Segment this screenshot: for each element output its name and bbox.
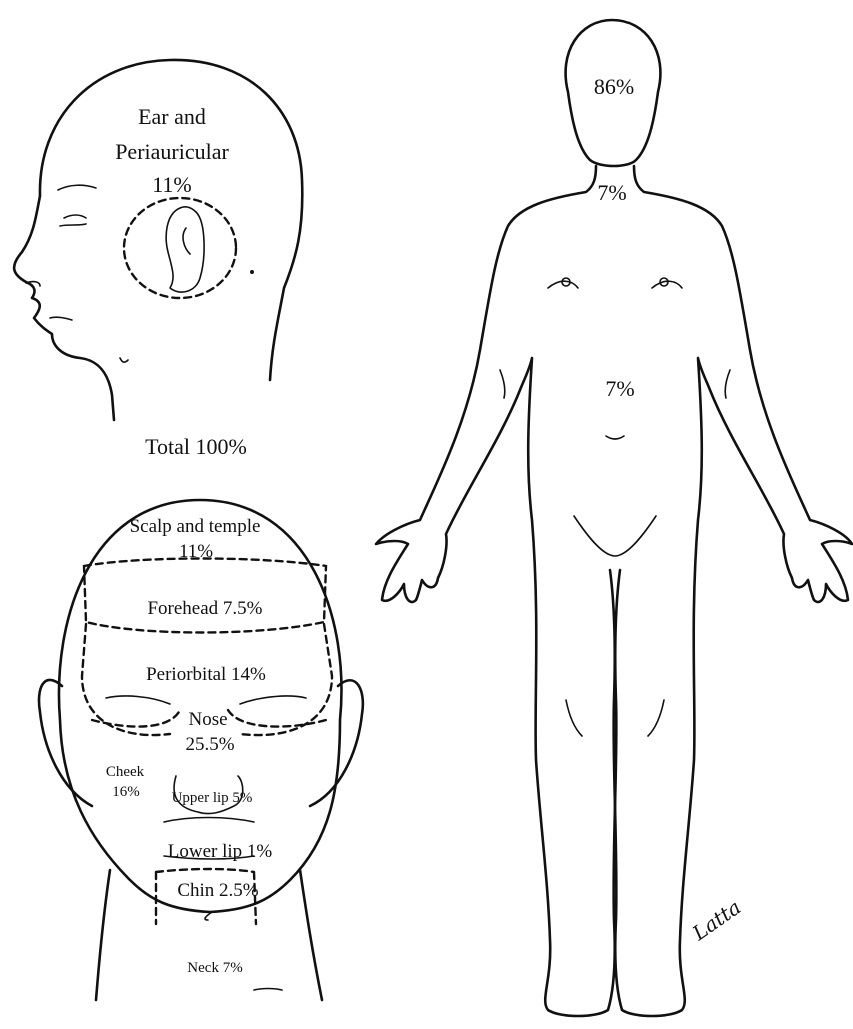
full-body (376, 20, 852, 1016)
body-head-value: 86% (584, 74, 644, 100)
neck-label: Neck 7% (170, 960, 260, 977)
chin-label: Chin 2.5% (170, 880, 266, 902)
cheek-line1: Cheek (100, 764, 150, 781)
ear-title-line1: Ear and (116, 104, 228, 130)
ear-title-line2: Periauricular (96, 139, 248, 165)
total-label: Total 100% (120, 434, 272, 460)
body-trunk-value: 7% (598, 376, 642, 402)
upper-lip-label: Upper lip 5% (158, 790, 266, 807)
scalp-line2: 11% (176, 541, 216, 563)
nose-line1: Nose (184, 709, 232, 731)
scalp-line1: Scalp and temple (100, 516, 290, 538)
nose-line2: 25.5% (180, 734, 240, 756)
forehead-label: Forehead 7.5% (120, 598, 290, 620)
periorbital-label: Periorbital 14% (126, 664, 286, 686)
lower-lip-label: Lower lip 1% (158, 841, 282, 863)
ear-zone-outline (124, 198, 236, 298)
ear-value: 11% (136, 172, 208, 198)
cheek-line2: 16% (106, 784, 146, 801)
body-neck-value: 7% (590, 180, 634, 206)
